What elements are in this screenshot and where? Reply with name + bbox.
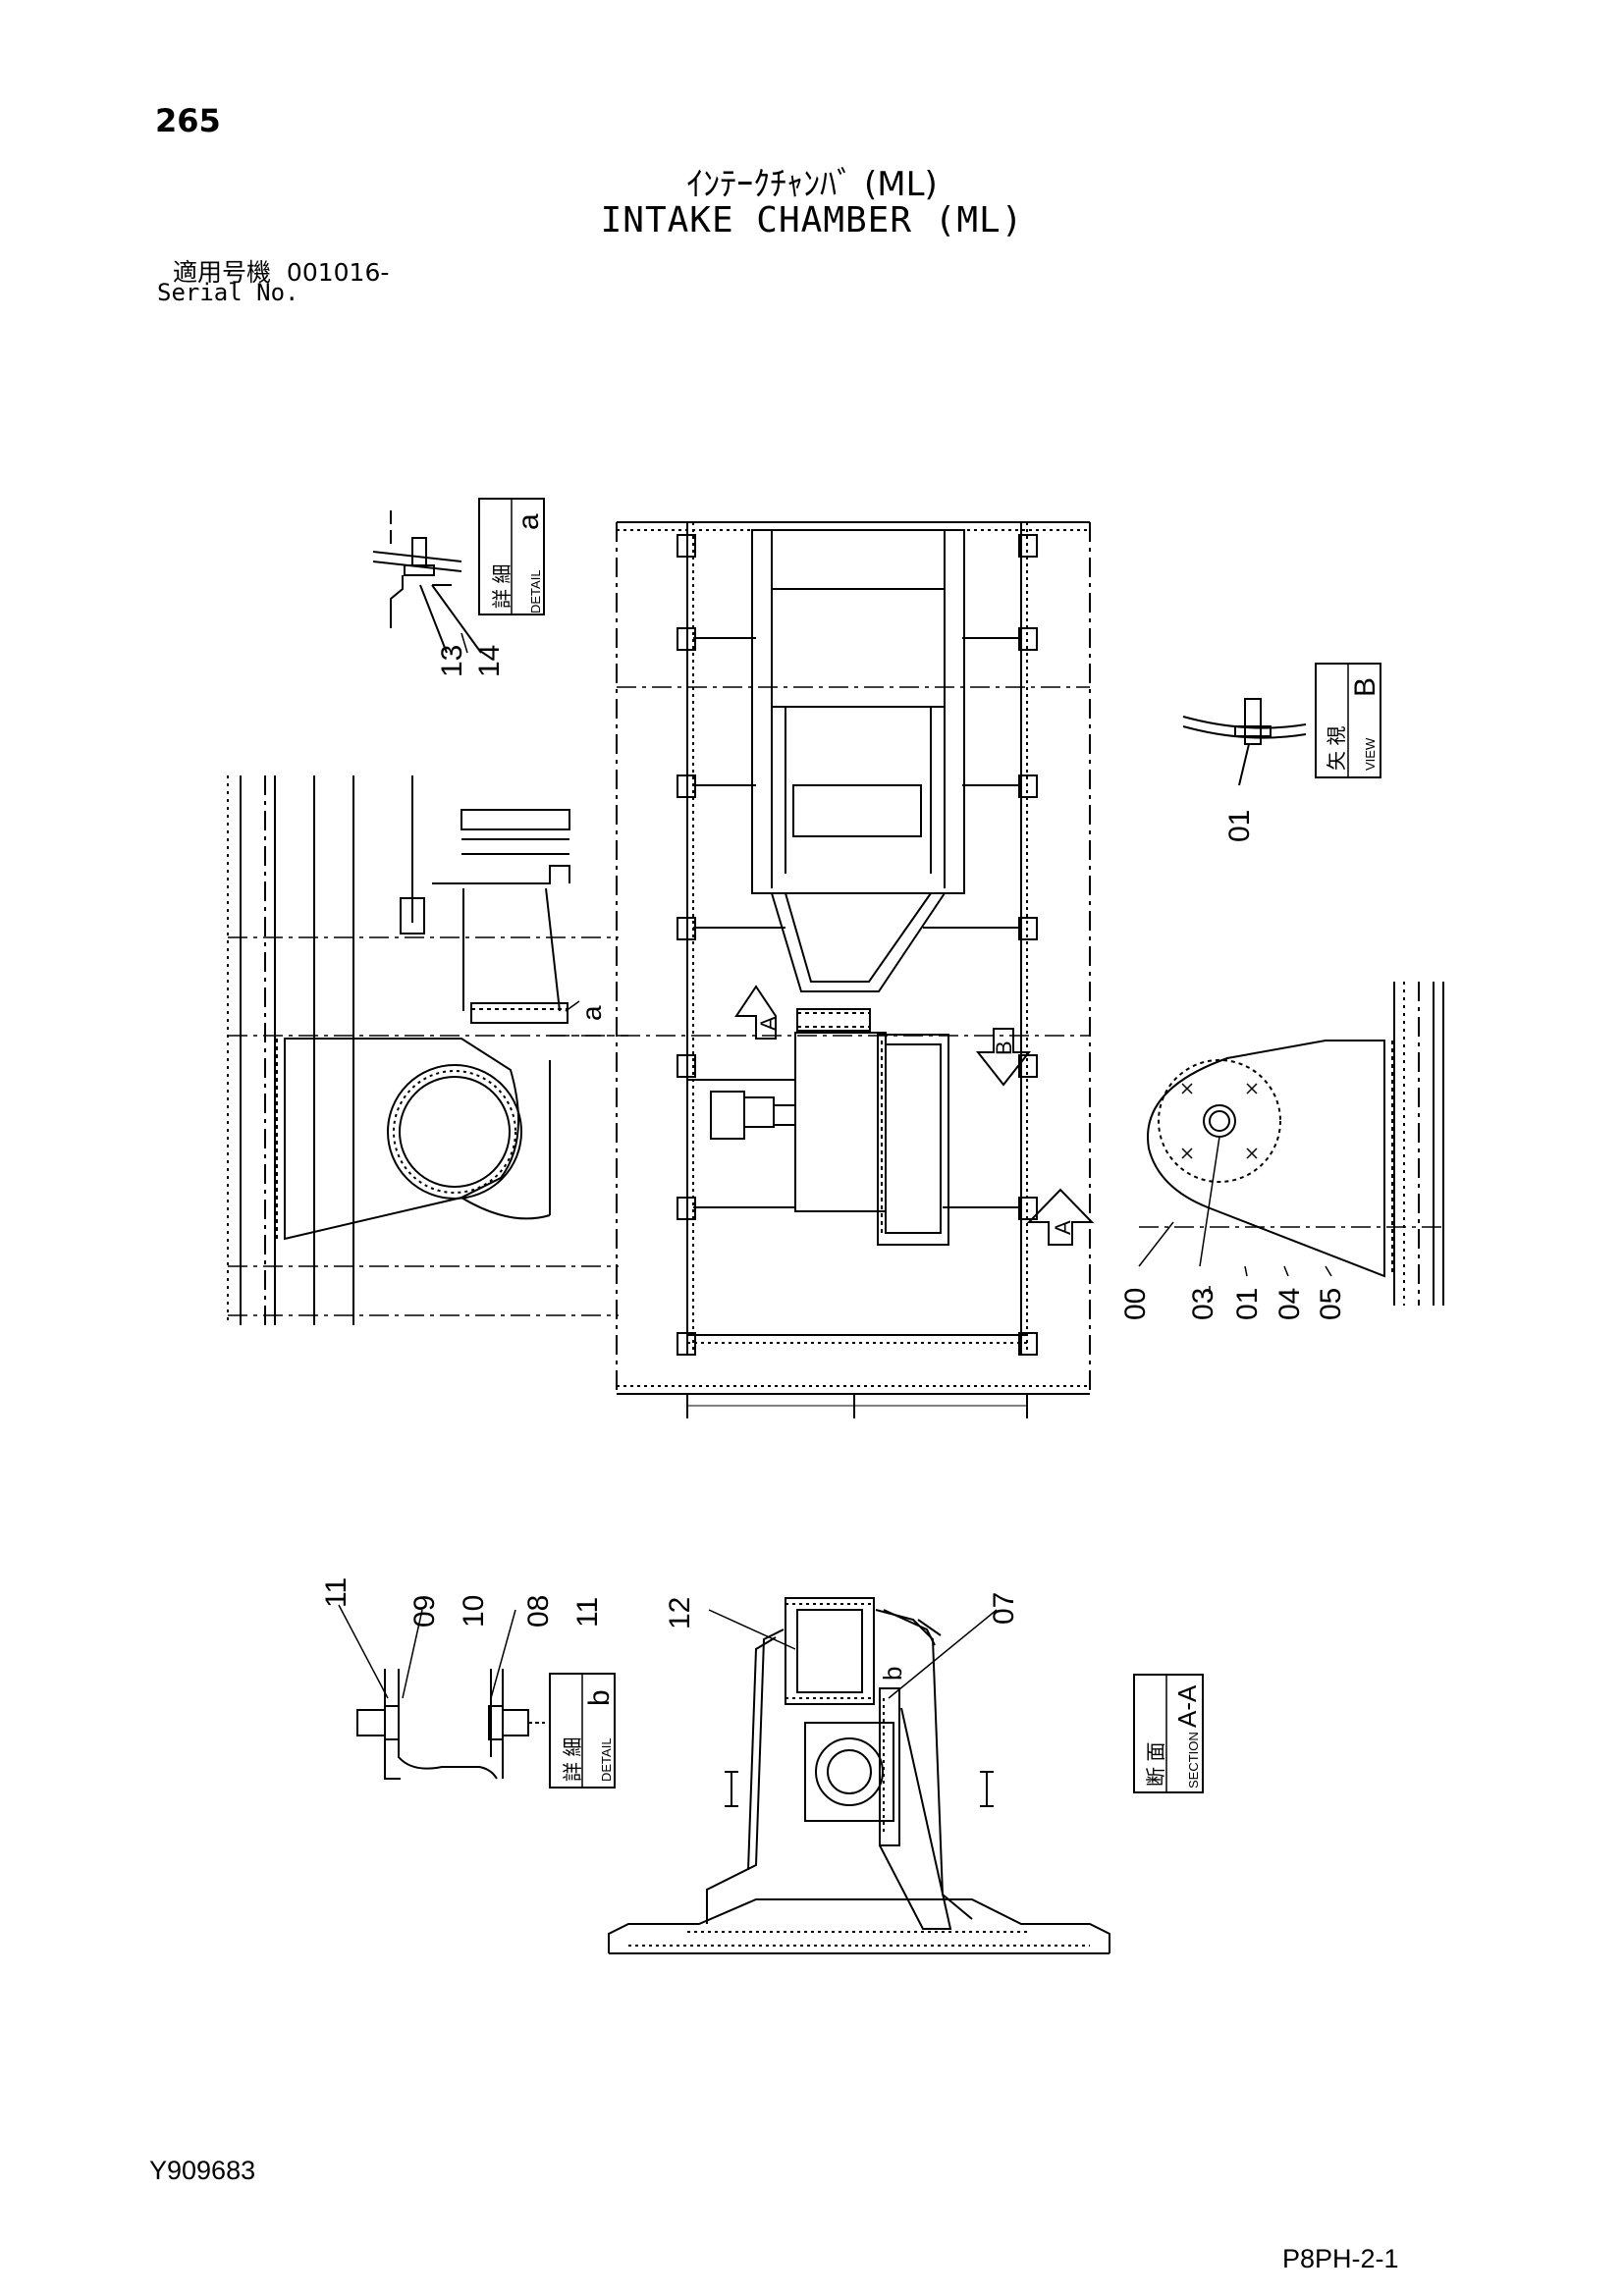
part-label-04: 04	[1273, 1288, 1306, 1320]
view-b-drawing	[1182, 698, 1307, 786]
arrow-mark-a-left: A	[756, 1016, 781, 1031]
view-b-letter: B	[1349, 677, 1381, 697]
part-label-01: 01	[1231, 1288, 1264, 1320]
part-label-11-left: 11	[320, 1577, 352, 1608]
detail-a-en: DETAIL	[528, 569, 543, 614]
title-japanese: ｲﾝﾃｰｸﾁｬﾝﾊﾞ (ML)	[686, 165, 938, 204]
part-label-00: 00	[1119, 1288, 1152, 1320]
detail-a-letter: a	[513, 513, 545, 530]
drawing-number: Y909683	[149, 2156, 256, 2185]
detail-b-callout: b 詳 細 DETAIL	[549, 1673, 616, 1789]
part-label-14: 14	[473, 645, 506, 677]
detail-b-drawing	[338, 1604, 545, 1780]
section-aa-kanji: 断 面	[1145, 1741, 1167, 1787]
section-aa-letter: A-A	[1172, 1684, 1202, 1728]
detail-a-drawing	[372, 510, 482, 654]
right-side-view	[1138, 982, 1444, 1306]
serial-row: 適用号機 001016-	[173, 253, 389, 289]
arrow-mark-a-right: A	[1051, 1220, 1075, 1235]
detail-b-kanji: 詳 細	[562, 1736, 584, 1782]
part-label-10: 10	[458, 1595, 490, 1628]
detail-a-kanji: 詳 細	[491, 563, 514, 609]
part-label-11-right: 11	[571, 1597, 604, 1628]
detail-b-en: DETAIL	[599, 1737, 614, 1782]
view-b-callout: B 矢 視 VIEW	[1315, 663, 1381, 778]
main-plan-view	[550, 521, 1095, 1418]
page-number: 265	[155, 102, 221, 139]
part-label-01-view: 01	[1223, 810, 1256, 842]
section-aa-en: SECTION	[1186, 1732, 1201, 1789]
section-arrow-a-right	[1026, 1188, 1095, 1246]
view-b-kanji: 矢 視	[1326, 725, 1348, 771]
part-label-07: 07	[988, 1592, 1020, 1625]
part-label-12: 12	[664, 1597, 696, 1629]
serial-label-jp: 適用号機	[173, 258, 272, 287]
left-side-view	[227, 775, 628, 1325]
title-english: INTAKE CHAMBER (ML)	[600, 200, 1024, 240]
section-arrow-b	[975, 1028, 1032, 1087]
part-label-03: 03	[1187, 1288, 1219, 1320]
part-label-08: 08	[522, 1595, 555, 1628]
part-label-09: 09	[408, 1595, 441, 1628]
section-arrow-a-left	[734, 985, 777, 1040]
section-aa-callout: A-A 断 面 SECTION	[1133, 1674, 1204, 1793]
section-aa-drawing	[608, 1597, 1110, 1954]
page-reference: P8PH-2-1	[1282, 2244, 1399, 2273]
detail-a-callout: a 詳 細 DETAIL	[478, 498, 545, 615]
leader-mark-b: b	[878, 1667, 907, 1681]
arrow-mark-b: B	[992, 1041, 1016, 1055]
part-label-05: 05	[1315, 1288, 1347, 1320]
serial-value: 001016-	[286, 258, 390, 287]
serial-label-en: Serial No.	[157, 279, 299, 306]
leader-mark-a: a	[576, 1005, 607, 1021]
detail-b-letter: b	[583, 1689, 616, 1706]
view-b-en: VIEW	[1363, 737, 1378, 771]
part-label-13: 13	[436, 645, 468, 677]
